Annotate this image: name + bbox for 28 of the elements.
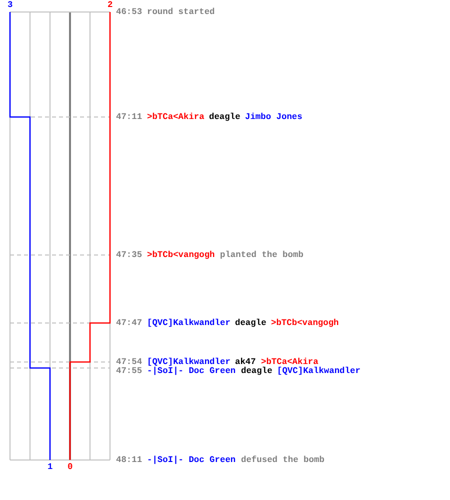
player-name: >bTCa<Akira bbox=[261, 357, 318, 367]
weapon-name: deagle bbox=[235, 318, 266, 328]
player-name: Jimbo Jones bbox=[245, 112, 302, 122]
weapon-name: deagle bbox=[241, 366, 272, 376]
timestamp: 47:54 bbox=[116, 357, 142, 367]
timestamp: 47:55 bbox=[116, 366, 142, 376]
timestamp: 48:11 bbox=[116, 455, 142, 465]
player-name: >bTCb<vangogh bbox=[271, 318, 339, 328]
timestamp: 47:47 bbox=[116, 318, 142, 328]
timestamp: 47:35 bbox=[116, 250, 142, 260]
event-text: defused the bomb bbox=[241, 455, 324, 465]
player-name: >bTCa<Akira bbox=[147, 112, 204, 122]
count-label: 2 bbox=[108, 0, 113, 10]
weapon-name: deagle bbox=[209, 112, 240, 122]
timestamp: 46:53 bbox=[116, 7, 142, 17]
player-name: -|SoI|- Doc Green bbox=[147, 455, 236, 465]
event-text: round started bbox=[147, 7, 215, 17]
player-name: [QVC]Kalkwandler bbox=[147, 357, 230, 367]
weapon-name: ak47 bbox=[235, 357, 256, 367]
count-label: 0 bbox=[68, 462, 73, 472]
timestamp: 47:11 bbox=[116, 112, 142, 122]
player-name: [QVC]Kalkwandler bbox=[277, 366, 360, 376]
event-text: planted the bomb bbox=[220, 250, 304, 260]
player-name: [QVC]Kalkwandler bbox=[147, 318, 230, 328]
count-label: 1 bbox=[48, 462, 53, 472]
count-label: 3 bbox=[8, 0, 13, 10]
player-name: -|SoI|- Doc Green bbox=[147, 366, 236, 376]
player-name: >bTCb<vangogh bbox=[147, 250, 215, 260]
